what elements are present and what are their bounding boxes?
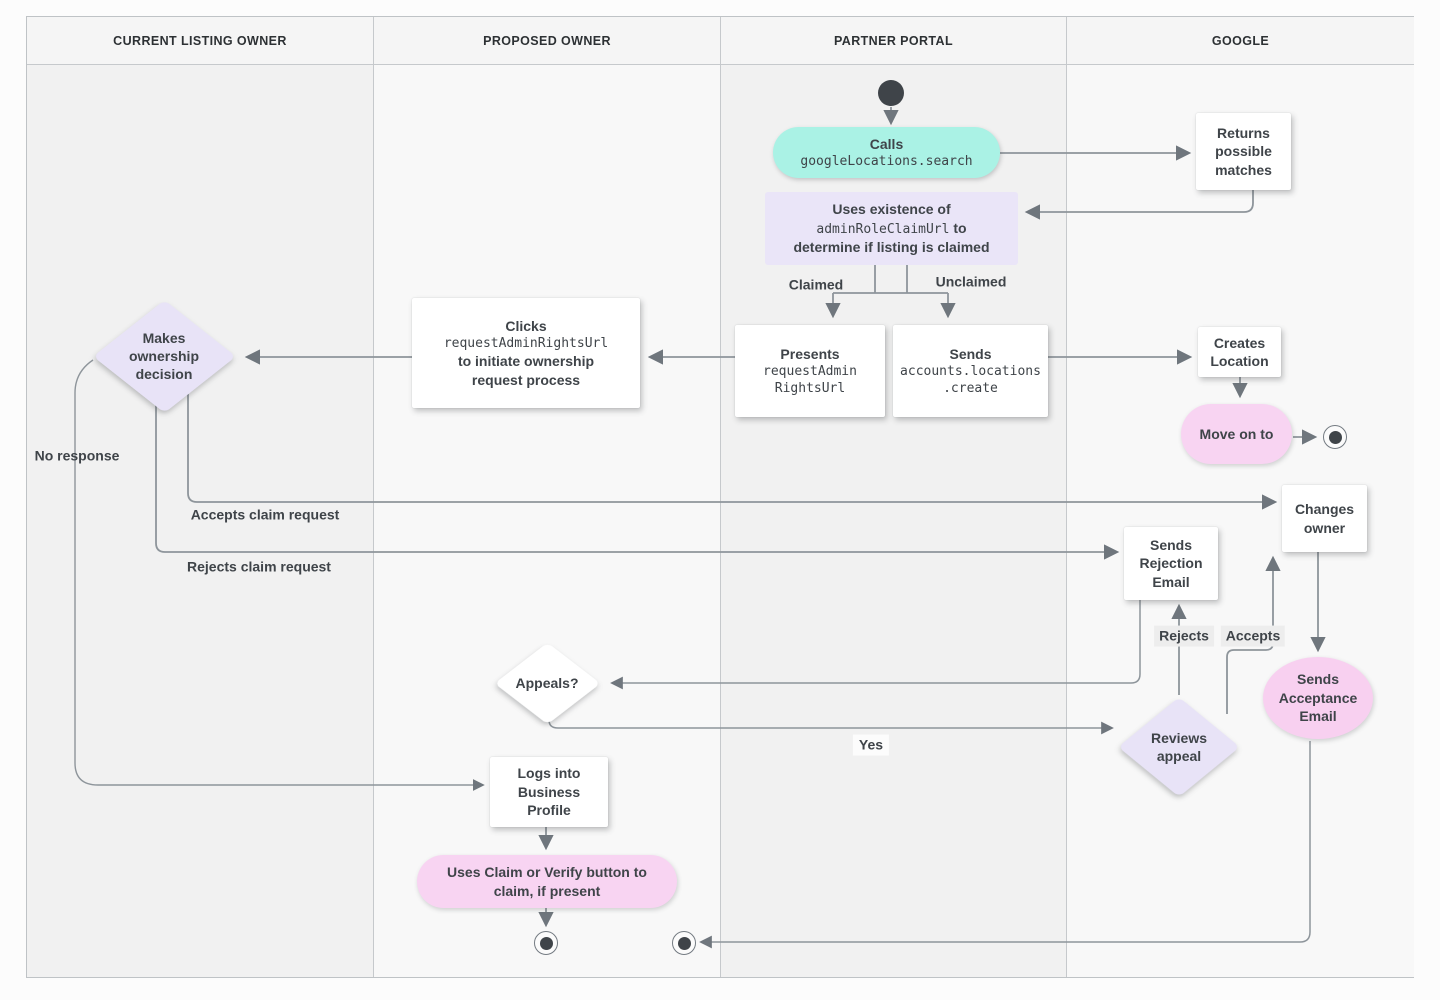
lane-header-label: PROPOSED OWNER	[483, 33, 611, 48]
node-label: Sends Acceptance Email	[1278, 671, 1358, 725]
node-title: Presents	[780, 345, 840, 362]
node-calls-googlelocations-search: Calls googleLocations.search	[773, 127, 1000, 178]
node-reviews-appeal: Reviews appeal	[1118, 697, 1240, 797]
lane-divider	[1066, 65, 1067, 977]
node-title: Sends	[949, 345, 992, 362]
node-logs-into-business-profile: Logs into Business Profile	[490, 757, 608, 827]
node-label: Appeals?	[515, 674, 579, 691]
edge-label-rejects: Rejects	[1154, 625, 1214, 647]
edge-label-unclaimed: Unclaimed	[935, 273, 1007, 290]
node-changes-owner: Changes owner	[1282, 485, 1367, 552]
node-sends-accounts-locations-create: Sends accounts.locations .create	[893, 325, 1048, 417]
edge-label-rejects-claim-request: Rejects claim request	[187, 558, 331, 575]
node-returns-possible-matches: Returns possible matches	[1196, 113, 1291, 190]
node-code: googleLocations.search	[800, 154, 973, 170]
node-sends-acceptance-email: Sends Acceptance Email	[1263, 657, 1373, 739]
edge-label-accepts-claim-request: Accepts claim request	[190, 506, 340, 523]
lane-header-google: GOOGLE	[1067, 17, 1414, 65]
node-label: Uses Claim or Verify button to claim, if…	[447, 864, 647, 899]
lane-divider	[720, 65, 721, 977]
end-node-create	[1323, 425, 1347, 449]
lane-header-proposed-owner: PROPOSED OWNER	[374, 17, 721, 65]
node-appeals: Appeals?	[493, 642, 601, 724]
edge-label-accepts: Accepts	[1220, 625, 1286, 647]
node-clicks-requestadminrightsurl: Clicks requestAdminRightsUrl to initiate…	[412, 298, 640, 408]
end-node-dot	[1328, 430, 1342, 444]
node-title: Clicks	[505, 317, 547, 334]
node-label: Logs into Business Profile	[517, 765, 581, 819]
node-code: RightsUrl	[774, 381, 846, 397]
node-code: requestAdminRightsUrl	[443, 336, 609, 352]
node-label: Sends Rejection Email	[1139, 536, 1203, 590]
node-label: Reviews appeal	[1150, 729, 1208, 764]
node-code: .create	[943, 381, 998, 397]
node-label: Changes owner	[1294, 501, 1355, 536]
node-code: adminRoleClaimUrl	[816, 221, 950, 237]
edge-label-no-response: No response	[34, 447, 120, 464]
edge-label-claimed: Claimed	[788, 276, 844, 293]
lane-divider	[373, 65, 374, 977]
lane-header-label: GOOGLE	[1211, 33, 1270, 48]
node-line: request process	[471, 371, 581, 388]
node-line: determine if listing is claimed	[793, 239, 990, 256]
node-line: adminRoleClaimUrl to	[816, 219, 966, 238]
start-node	[878, 80, 904, 106]
node-title: Calls	[869, 135, 904, 152]
node-code: accounts.locations	[900, 364, 1041, 380]
lane-header-current-listing-owner: CURRENT LISTING OWNER	[27, 17, 374, 65]
node-label: Creates Location	[1210, 334, 1269, 369]
end-node-transfer	[672, 931, 696, 955]
node-move-on-to: Move on to	[1181, 404, 1292, 464]
lane-header-partner-portal: PARTNER PORTAL	[721, 17, 1067, 65]
node-makes-ownership-decision: Makes ownership decision	[92, 299, 236, 413]
node-creates-location: Creates Location	[1198, 327, 1281, 377]
node-code: requestAdmin	[763, 364, 857, 380]
node-uses-claim-or-verify: Uses Claim or Verify button to claim, if…	[417, 855, 677, 908]
node-label: Returns possible matches	[1215, 124, 1272, 178]
node-sends-rejection-email: Sends Rejection Email	[1124, 527, 1218, 600]
lane-header-label: CURRENT LISTING OWNER	[113, 33, 287, 48]
node-label: Makes ownership decision	[128, 329, 199, 383]
node-suffix: to	[953, 219, 967, 236]
node-label: Move on to	[1199, 425, 1274, 442]
edge-label-yes: Yes	[852, 734, 890, 756]
lane-proposed-owner	[374, 65, 721, 977]
end-node-claim	[534, 931, 558, 955]
node-line: to initiate ownership	[457, 353, 595, 370]
node-line: Uses existence of	[832, 201, 951, 218]
lane-header-label: PARTNER PORTAL	[833, 33, 954, 48]
node-presents-requestadminrightsurl: Presents requestAdmin RightsUrl	[735, 325, 885, 417]
end-node-dot	[677, 936, 691, 950]
end-node-dot	[539, 936, 553, 950]
node-uses-existence-adminroleclaimurl: Uses existence of adminRoleClaimUrl to d…	[765, 192, 1018, 265]
